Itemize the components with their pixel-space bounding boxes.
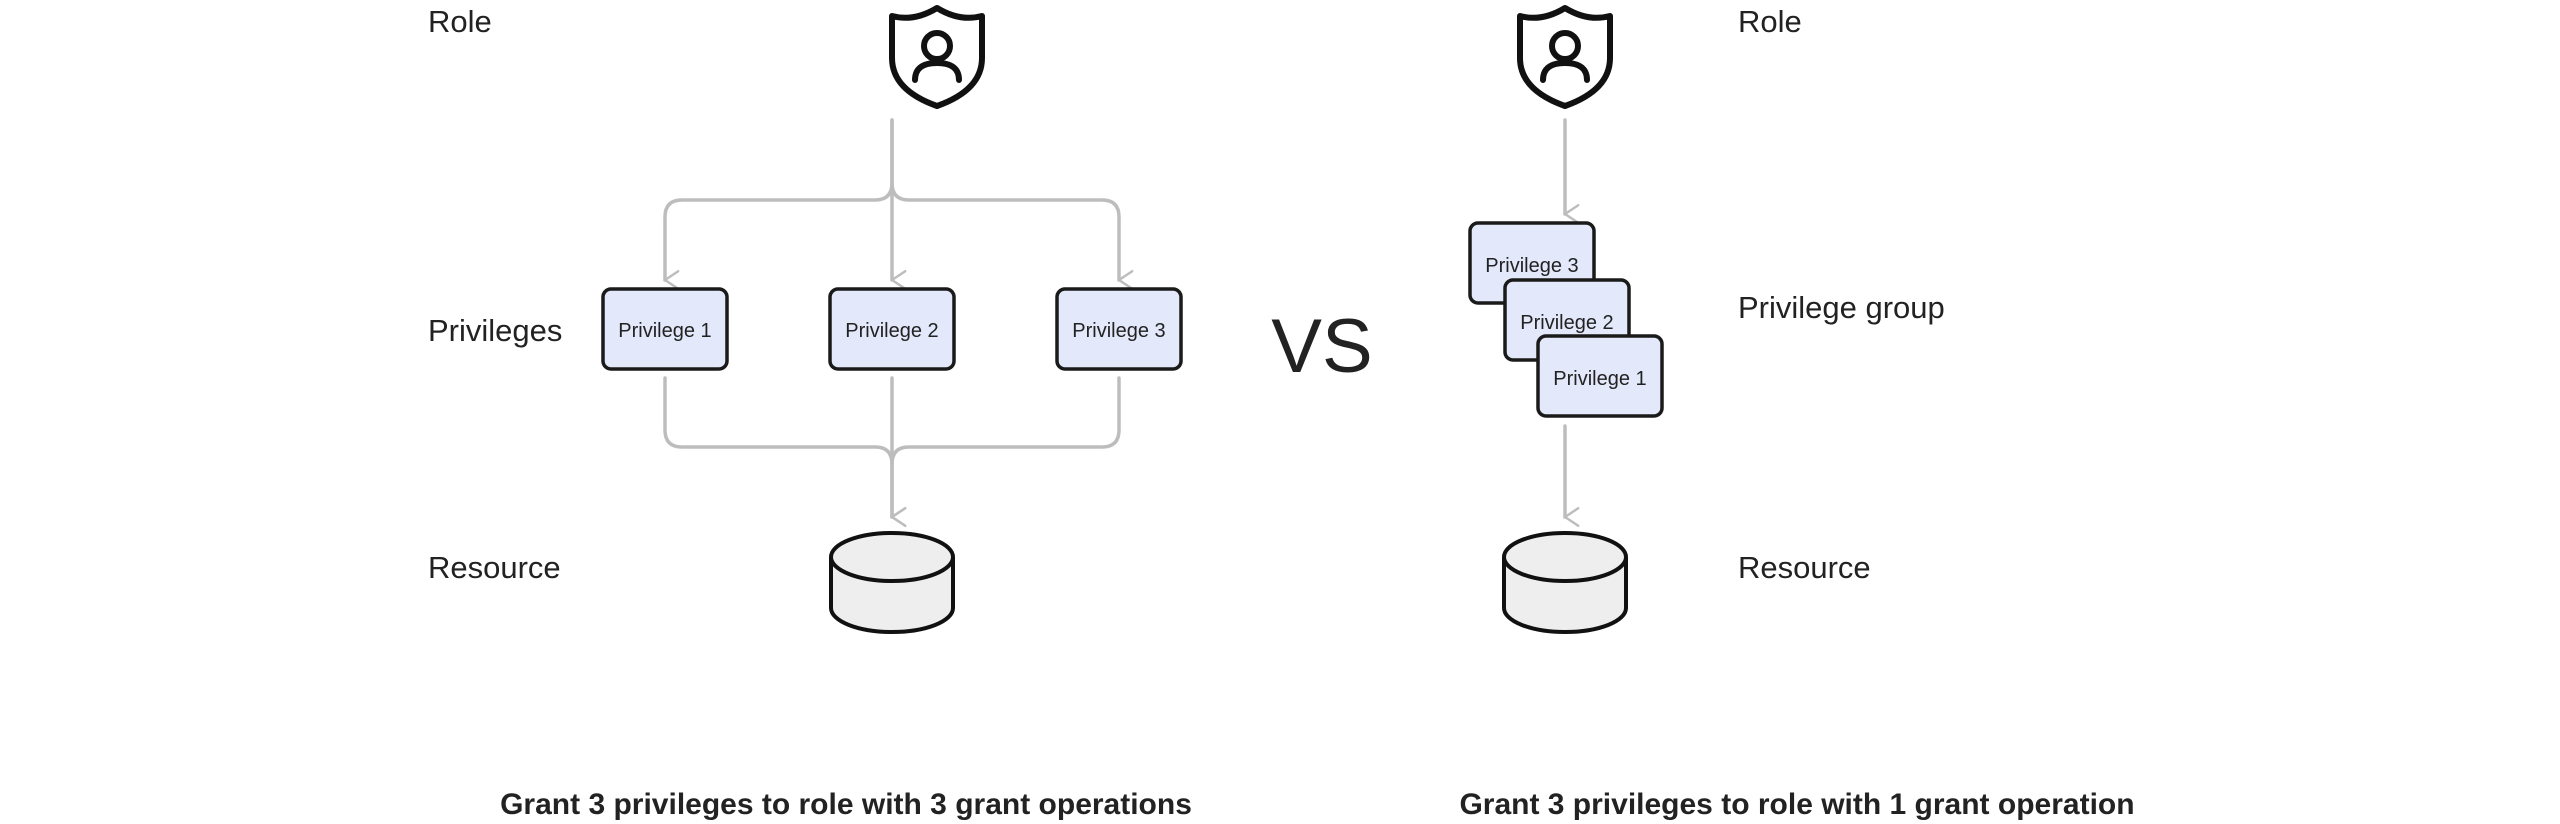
left-panel: Role Privileges Resource Privilege 1 Pri… — [428, 4, 1192, 821]
right-role-label: Role — [1738, 4, 1802, 39]
stack-privilege-2-label: Privilege 2 — [1520, 312, 1613, 334]
privilege-box-3: Privilege 3 — [1055, 287, 1183, 371]
right-caption: Grant 3 privileges to role with 1 grant … — [1459, 788, 2134, 821]
privilege-box-3-label: Privilege 3 — [1072, 320, 1165, 342]
database-icon — [829, 531, 955, 634]
stack-privilege-1-label: Privilege 1 — [1553, 368, 1646, 390]
left-top-connectors — [662, 118, 1134, 291]
privilege-box-2-label: Privilege 2 — [845, 320, 938, 342]
vs-separator: VS — [1271, 304, 1372, 389]
stack-privilege-3-label: Privilege 3 — [1485, 255, 1578, 277]
shield-user-icon — [889, 5, 985, 109]
right-privilege-group-label: Privilege group — [1738, 290, 1945, 325]
left-bottom-connectors — [663, 376, 1121, 528]
left-caption: Grant 3 privileges to role with 3 grant … — [500, 788, 1192, 821]
database-icon — [1502, 531, 1628, 634]
shield-user-icon — [1517, 5, 1613, 109]
right-panel: Role Privilege group Resource Privilege … — [1459, 4, 2134, 821]
privilege-group-stack: Privilege 3 Privilege 2 Privilege 1 — [1468, 221, 1664, 418]
left-resource-label: Resource — [428, 550, 561, 585]
left-privileges-label: Privileges — [428, 313, 562, 348]
privilege-box-1-label: Privilege 1 — [618, 320, 711, 342]
privilege-box-1: Privilege 1 — [601, 287, 729, 371]
left-role-label: Role — [428, 4, 492, 39]
stack-privilege-1: Privilege 1 — [1536, 334, 1664, 418]
right-resource-label: Resource — [1738, 550, 1871, 585]
privilege-box-2: Privilege 2 — [828, 287, 956, 371]
